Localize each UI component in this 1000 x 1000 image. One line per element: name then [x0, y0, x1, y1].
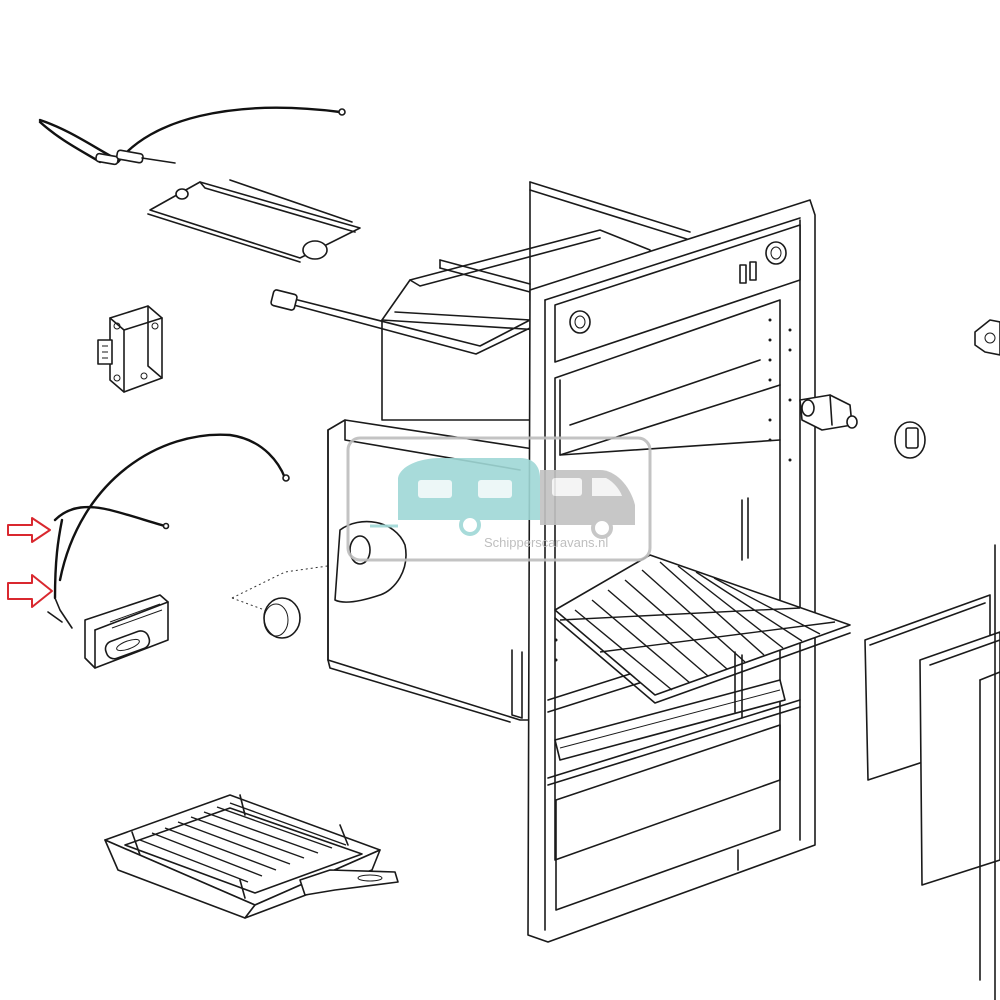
ignition-wire	[47, 433, 290, 629]
control-module	[97, 305, 163, 393]
watermark-text: Schipperscaravans.nl	[484, 535, 608, 550]
control-panel-switch	[84, 594, 169, 669]
door-panel	[864, 544, 1000, 1000]
gas-valve	[799, 394, 858, 431]
oven-rack	[554, 554, 851, 719]
watermark: Schipperscaravans.nl	[346, 436, 652, 562]
marker-arrow-lower	[7, 574, 53, 608]
thermocouple-wire	[38, 106, 346, 166]
caravan-van-logo	[370, 458, 635, 539]
control-knob-right	[894, 421, 926, 459]
marker-arrow-upper	[7, 517, 51, 543]
burner-heat-shield	[147, 179, 361, 263]
burner-tube	[270, 181, 691, 355]
side-bracket	[974, 319, 1000, 356]
watermark-frame	[346, 436, 652, 562]
frame-perforations	[554, 318, 792, 662]
grill-pan	[104, 794, 399, 919]
